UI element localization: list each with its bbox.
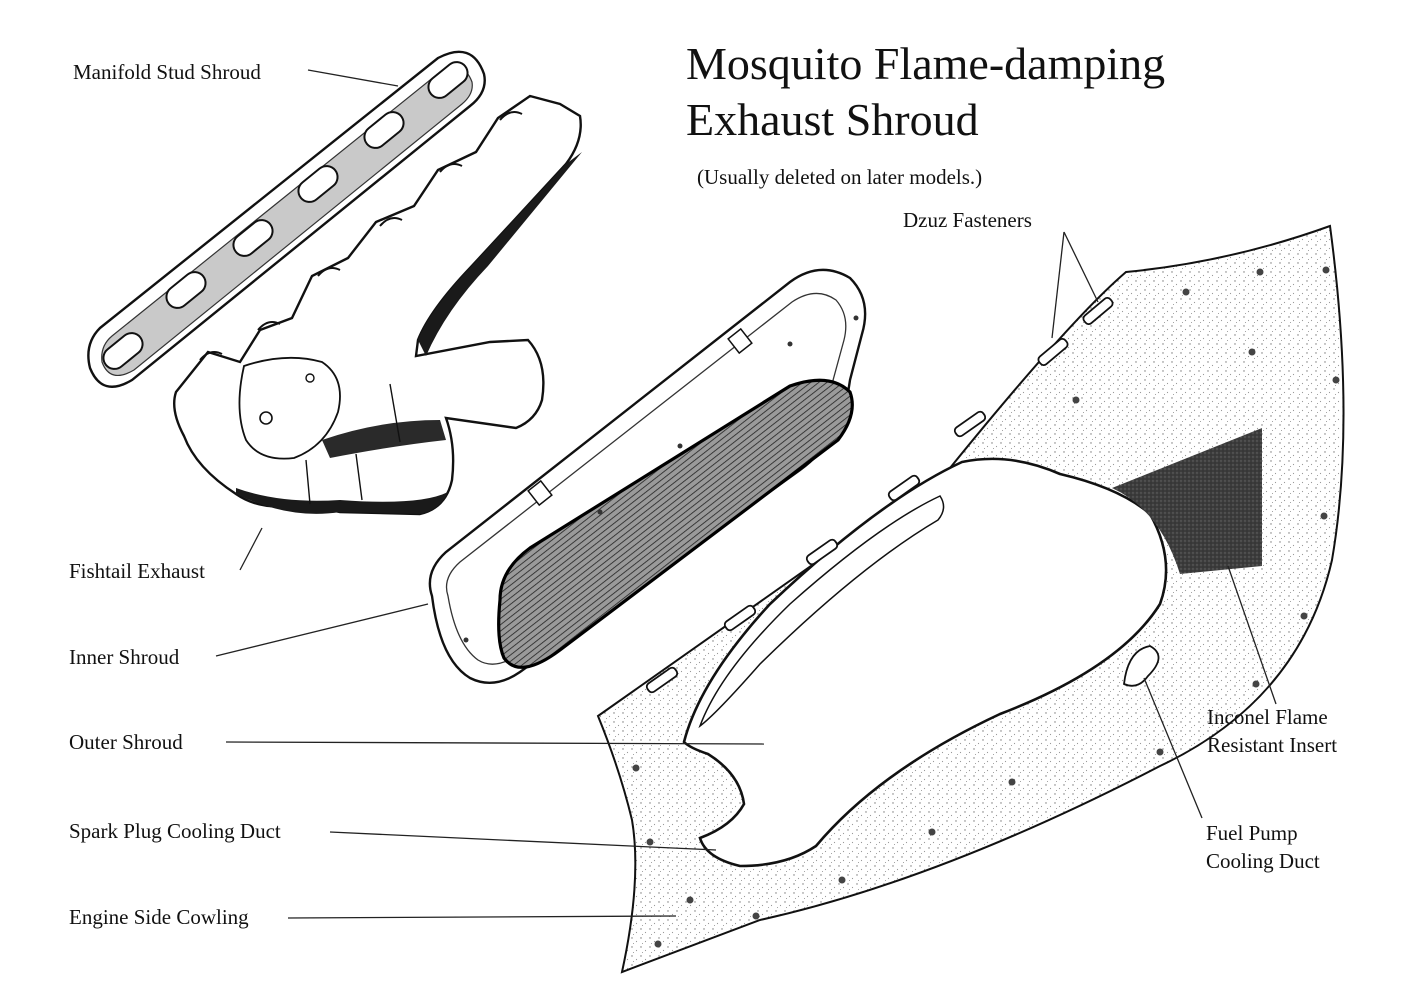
label-dzuz-fasteners: Dzuz Fasteners bbox=[903, 208, 1032, 232]
label-inconel-line2: Resistant Insert bbox=[1207, 733, 1338, 757]
label-fuel-pump-line2: Cooling Duct bbox=[1206, 849, 1320, 873]
engine-side-cowling-part bbox=[596, 224, 1345, 974]
fishtail-exhaust-part bbox=[173, 94, 582, 516]
leader-outer-shroud bbox=[225, 741, 765, 745]
diagram-subtitle: (Usually deleted on later models.) bbox=[697, 165, 983, 189]
label-fishtail-exhaust: Fishtail Exhaust bbox=[69, 559, 205, 583]
manifold-stud-shroud-part bbox=[87, 50, 486, 388]
leader-manifold-stud-shroud bbox=[307, 69, 399, 87]
leader-inner-shroud bbox=[215, 603, 429, 657]
label-fuel-pump-line1: Fuel Pump bbox=[1206, 821, 1298, 845]
leader-fuel-pump-duct bbox=[1143, 677, 1203, 819]
leader-dzuz-fasteners-2 bbox=[1063, 231, 1099, 303]
leader-engine-side-cowling bbox=[287, 915, 677, 919]
diagram-title-line2: Exhaust Shroud bbox=[686, 94, 979, 145]
label-spark-plug-cooling-duct: Spark Plug Cooling Duct bbox=[69, 819, 281, 843]
leader-lines bbox=[215, 69, 1277, 919]
label-manifold-stud-shroud: Manifold Stud Shroud bbox=[73, 60, 261, 84]
diagram-title-line1: Mosquito Flame-damping bbox=[686, 38, 1166, 89]
leader-dzuz-fasteners-1 bbox=[1051, 231, 1065, 339]
label-outer-shroud: Outer Shroud bbox=[69, 730, 183, 754]
label-fuel-pump-cooling-duct: Fuel Pump Cooling Duct bbox=[1206, 819, 1320, 875]
leader-spark-plug-cooling-duct bbox=[329, 831, 717, 851]
leader-fishtail-exhaust bbox=[239, 527, 263, 571]
leader-inconel-insert bbox=[1227, 565, 1277, 705]
label-engine-side-cowling: Engine Side Cowling bbox=[69, 905, 249, 929]
label-inconel-line1: Inconel Flame bbox=[1207, 705, 1328, 729]
inner-shroud-part bbox=[428, 268, 867, 684]
label-inconel-insert: Inconel Flame Resistant Insert bbox=[1207, 703, 1337, 759]
label-inner-shroud: Inner Shroud bbox=[69, 645, 180, 669]
